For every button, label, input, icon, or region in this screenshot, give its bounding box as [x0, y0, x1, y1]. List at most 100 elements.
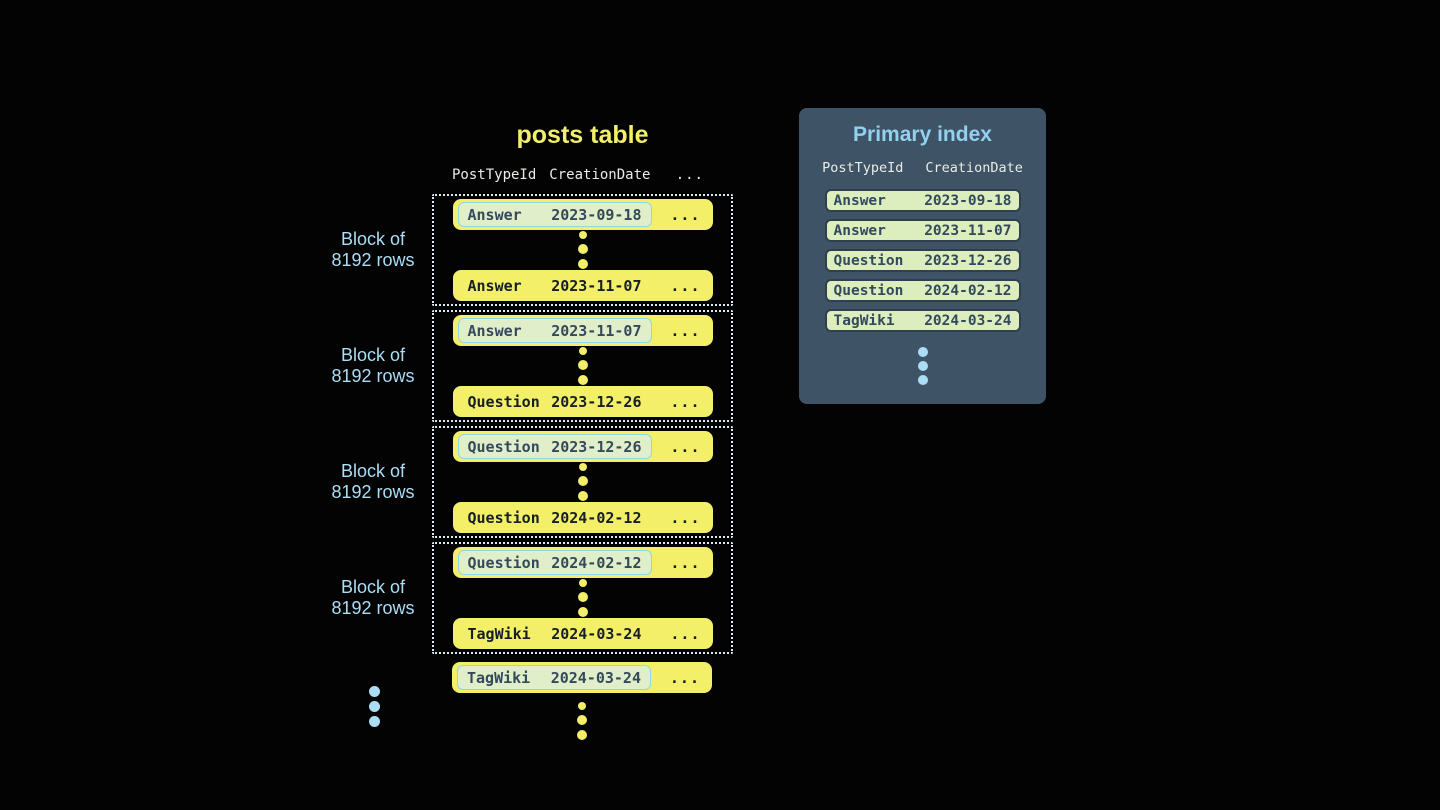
post-type-value: Question — [467, 437, 540, 456]
creation-date-value: 2024-02-12 — [551, 553, 642, 572]
dot-icon — [578, 579, 587, 587]
more-rows-dots — [452, 702, 712, 740]
hidden-rows-dots — [577, 347, 588, 385]
dot-icon — [577, 715, 587, 725]
post-type-value: TagWiki — [467, 668, 531, 687]
posts-table-column-headers: PostTypeId CreationDate ... — [452, 167, 712, 183]
block-size-label: Block of 8192 rows — [325, 229, 421, 271]
column-header-creationdate: CreationDate — [549, 167, 651, 183]
row-values: Question 2023-12-26 — [458, 389, 652, 414]
row-ellipsis: ... — [670, 508, 701, 527]
creation-date-value: 2023-12-26 — [924, 252, 1012, 269]
creation-date-value: 2023-11-07 — [551, 276, 642, 295]
table-row-last: Question 2024-02-12 ... — [452, 502, 713, 533]
dot-icon — [577, 607, 588, 617]
posts-table-body: Block of 8192 rows Answer 2023-09-18 ...… — [325, 194, 733, 740]
next-block-first-row-wrap: TagWiki 2024-03-24 ... — [325, 662, 733, 693]
dot-icon — [578, 231, 587, 239]
row-ellipsis: ... — [670, 392, 701, 411]
block-label-line1: Block of — [340, 577, 406, 597]
indexed-row-highlight: Answer 2023-09-18 — [457, 202, 652, 227]
creation-date-value: 2023-09-18 — [924, 192, 1012, 209]
index-rows-container: Answer 2023-09-18 Answer 2023-11-07 Ques… — [824, 189, 1021, 339]
indexed-row-highlight: TagWiki 2024-03-24 — [457, 665, 651, 690]
creation-date-value: 2024-03-24 — [550, 668, 641, 687]
dot-icon — [578, 702, 586, 710]
primary-index-panel: Primary index PostTypeId CreationDate An… — [799, 108, 1046, 404]
table-row-overflow: TagWiki 2024-03-24 ... — [452, 662, 712, 693]
creation-date-value: 2023-12-26 — [551, 437, 642, 456]
index-entry-row: Question 2023-12-26 — [824, 249, 1021, 272]
creation-date-value: 2023-12-26 — [551, 392, 642, 411]
indexed-row-highlight: Question 2023-12-26 — [457, 434, 652, 459]
posts-table-title: posts table — [516, 121, 649, 149]
row-values: Answer 2023-11-07 — [458, 273, 652, 298]
primary-index-column-headers: PostTypeId CreationDate — [822, 160, 1023, 176]
post-type-value: Question — [467, 508, 540, 527]
dot-icon — [577, 244, 588, 254]
post-type-value: Question — [833, 252, 904, 269]
column-header-posttypeid: PostTypeId — [822, 160, 904, 176]
row-values: Question 2024-02-12 — [458, 505, 652, 530]
post-type-value: Answer — [467, 276, 522, 295]
dot-icon — [369, 701, 380, 712]
dot-icon — [369, 686, 380, 697]
post-type-value: Answer — [833, 192, 886, 209]
dot-icon — [917, 361, 928, 371]
row-ellipsis: ... — [669, 668, 700, 687]
creation-date-value: 2023-09-18 — [551, 205, 642, 224]
table-row-first: Question 2024-02-12 ... — [452, 547, 713, 578]
more-index-entries-dots — [917, 347, 928, 385]
row-ellipsis: ... — [670, 624, 701, 643]
dot-icon — [917, 347, 928, 357]
table-block-group: Block of 8192 rows Answer 2023-09-18 ...… — [325, 194, 733, 306]
table-block: Answer 2023-09-18 ... Answer 2023-11-07 … — [432, 194, 733, 306]
dot-icon — [577, 375, 588, 385]
post-type-value: Question — [467, 553, 540, 572]
table-row-last: Answer 2023-11-07 ... — [452, 270, 713, 301]
index-entry-row: Question 2024-02-12 — [824, 279, 1021, 302]
creation-date-value: 2024-02-12 — [924, 282, 1012, 299]
block-label-line2: 8192 rows — [331, 598, 415, 618]
creation-date-value: 2024-03-24 — [924, 312, 1012, 329]
block-label-line1: Block of — [340, 345, 406, 365]
table-block: Question 2023-12-26 ... Question 2024-02… — [432, 426, 733, 538]
creation-date-value: 2024-02-12 — [551, 508, 642, 527]
primary-index-title: Primary index — [853, 123, 992, 146]
post-type-value: Answer — [833, 222, 886, 239]
table-row-last: Question 2023-12-26 ... — [452, 386, 713, 417]
block-size-label: Block of 8192 rows — [325, 577, 421, 619]
post-type-value: Question — [833, 282, 904, 299]
table-row-first: Answer 2023-09-18 ... — [452, 199, 713, 230]
creation-date-value: 2023-11-07 — [551, 321, 642, 340]
dot-icon — [577, 730, 587, 740]
column-header-creationdate: CreationDate — [925, 160, 1023, 176]
post-type-value: Answer — [467, 321, 522, 340]
block-label-line1: Block of — [340, 229, 406, 249]
dot-icon — [369, 716, 380, 727]
column-header-posttypeid: PostTypeId — [452, 167, 537, 183]
row-ellipsis: ... — [670, 276, 701, 295]
blocks-container: Block of 8192 rows Answer 2023-09-18 ...… — [325, 194, 733, 654]
index-entry-row: TagWiki 2024-03-24 — [824, 309, 1021, 332]
table-block-group: Block of 8192 rows Question 2023-12-26 .… — [325, 426, 733, 538]
creation-date-value: 2023-11-07 — [924, 222, 1012, 239]
table-row-first: Answer 2023-11-07 ... — [452, 315, 713, 346]
column-header-ellipsis: ... — [675, 167, 704, 183]
block-label-line2: 8192 rows — [331, 250, 415, 270]
spacer — [325, 662, 452, 693]
table-row-last: TagWiki 2024-03-24 ... — [452, 618, 713, 649]
dot-icon — [578, 347, 587, 355]
row-ellipsis: ... — [670, 553, 701, 572]
post-type-value: TagWiki — [467, 624, 531, 643]
index-entry-row: Answer 2023-11-07 — [824, 219, 1021, 242]
dot-icon — [577, 592, 588, 602]
dot-icon — [577, 476, 588, 486]
block-label-line2: 8192 rows — [331, 482, 415, 502]
post-type-value: TagWiki — [833, 312, 895, 329]
dot-icon — [577, 491, 588, 501]
dot-icon — [577, 259, 588, 269]
block-size-label: Block of 8192 rows — [325, 461, 421, 503]
table-block-group: Block of 8192 rows Question 2024-02-12 .… — [325, 542, 733, 654]
